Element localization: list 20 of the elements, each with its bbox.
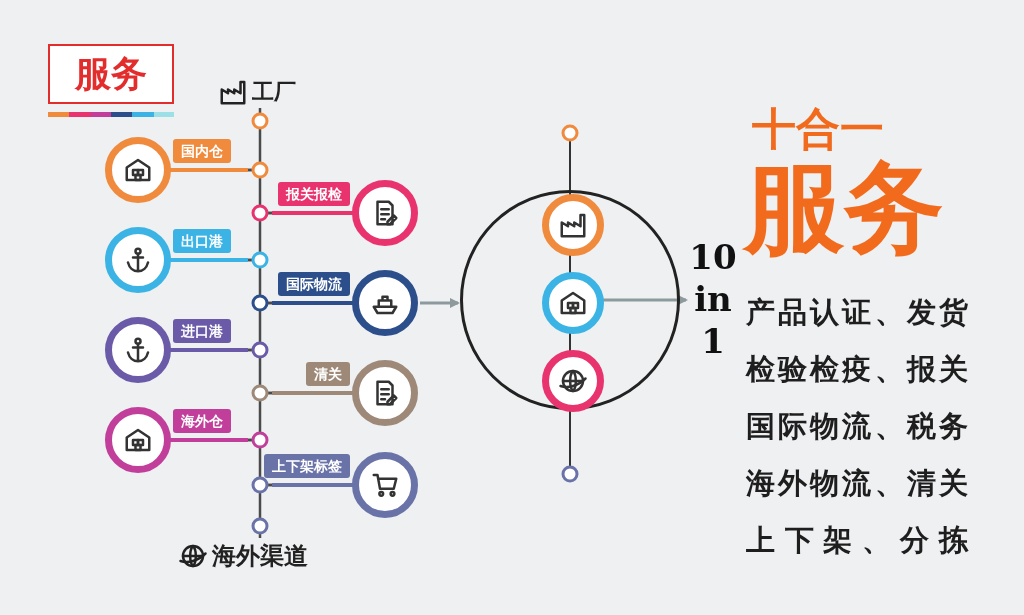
- connector-line: [258, 483, 272, 538]
- node-label: 工厂: [252, 78, 296, 106]
- ratio-label: 10 in 1: [688, 236, 738, 366]
- arrow: [420, 298, 460, 308]
- step-label: 进口港: [173, 319, 231, 343]
- step-label: 报关报检: [278, 182, 350, 206]
- arrow: [603, 295, 688, 305]
- step-label: 出口港: [173, 229, 231, 253]
- title-heading: 服务: [48, 44, 174, 104]
- service-circle: [542, 194, 604, 256]
- node-label: 海外渠道: [212, 541, 308, 572]
- service-list: 产品认证、发货检验检疫、报关国际物流、税务海外物流、清关上下架、分拣: [746, 284, 968, 569]
- step-label: 国际物流: [278, 272, 350, 296]
- step-label: 上下架标签: [264, 454, 350, 478]
- headline: 十合一: [752, 102, 884, 156]
- service-circle: [542, 350, 604, 412]
- step-label: 清关: [306, 362, 350, 386]
- step-label: 海外仓: [173, 409, 231, 433]
- step-label: 国内仓: [173, 139, 231, 163]
- ring-circle: [460, 190, 680, 410]
